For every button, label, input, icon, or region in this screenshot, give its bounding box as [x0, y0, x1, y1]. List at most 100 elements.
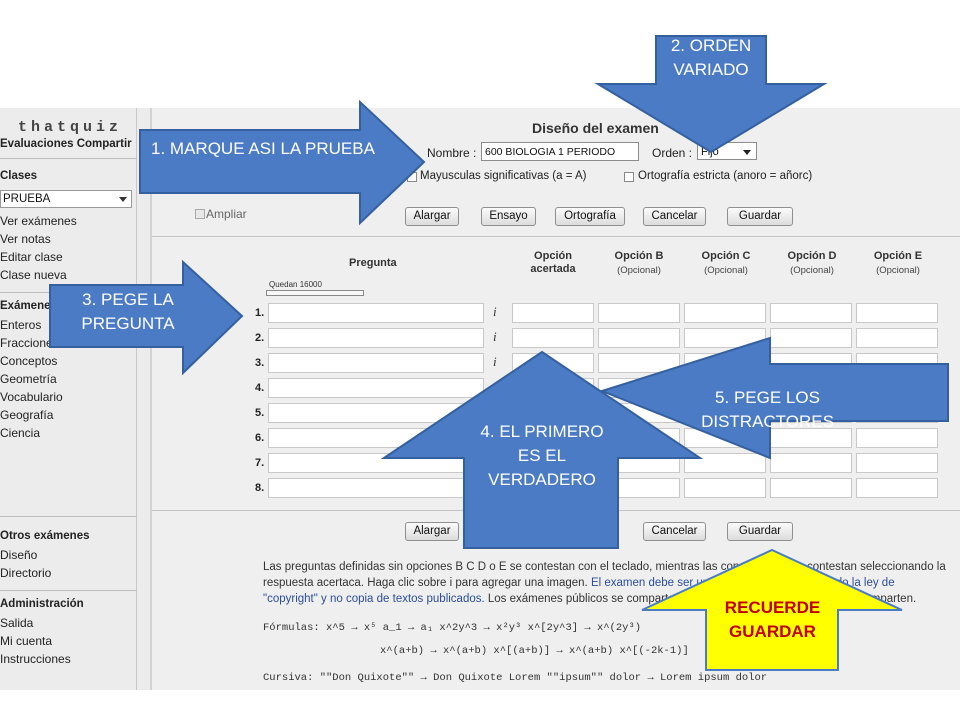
cancel-button-bottom[interactable]: Cancelar: [643, 522, 706, 541]
down-arrow-shape: [594, 35, 828, 154]
class-select-value: PRUEBA: [3, 193, 51, 205]
distractor-input[interactable]: [684, 478, 766, 498]
enlarge-checkbox[interactable]: [195, 209, 205, 219]
correct-option-input[interactable]: [512, 328, 594, 348]
sidebar-item-instrucciones[interactable]: Instrucciones: [0, 652, 71, 666]
sidebar-item-salida[interactable]: Salida: [0, 616, 34, 630]
callout-1-text: 1. MARQUE ASI LA PRUEBA: [151, 139, 375, 158]
callout-paste-question: 3. PEGE LA PREGUNTA: [48, 259, 244, 376]
chevron-down-icon: [119, 197, 127, 202]
row-number: 1.: [255, 307, 265, 319]
order-label: Orden :: [652, 146, 693, 160]
question-input[interactable]: [268, 353, 484, 373]
remaining-counter: Quedan 16000: [269, 280, 322, 289]
copyright-link-2[interactable]: "copyright" y no copia de textos publica…: [263, 593, 485, 605]
alargar-button-bottom[interactable]: Alargar: [405, 522, 459, 541]
col-header-c: Opción C: [701, 250, 751, 262]
distractor-input[interactable]: [598, 328, 680, 348]
help-text: respuesta acertaca. Haga clic sobre i pa…: [263, 577, 591, 589]
distractor-input[interactable]: [856, 453, 938, 473]
classes-heading: Clases: [0, 170, 38, 182]
distractor-input[interactable]: [856, 428, 938, 448]
distractor-input[interactable]: [598, 303, 680, 323]
admin-heading: Administración: [0, 598, 84, 610]
class-select[interactable]: PRUEBA: [0, 190, 132, 208]
sidebar-item-conceptos[interactable]: Conceptos: [0, 354, 58, 368]
question-input[interactable]: [268, 378, 484, 398]
page-title: Diseño del examen: [532, 120, 659, 136]
callout-2-text: 2. ORDEN VARIADO: [670, 36, 752, 79]
case-label: Mayusculas significativas (a = A): [420, 170, 587, 182]
top-links[interactable]: Evaluaciones Compartir: [0, 138, 132, 150]
distractor-input[interactable]: [856, 328, 938, 348]
row-number: 5.: [255, 407, 265, 419]
distractor-input[interactable]: [770, 303, 852, 323]
col-sub-e: (Opcional): [876, 265, 920, 276]
formula-line-1: Fórmulas: x^5 → x⁵ a_1 → a₁ x^2y^3 → x²y…: [263, 622, 642, 634]
enlarge-label: Ampliar: [206, 207, 247, 221]
brand-logo: thatquiz: [18, 119, 123, 136]
remaining-bar: [266, 290, 364, 296]
sidebar-item-directorio[interactable]: Directorio: [0, 566, 52, 580]
save-button-bottom[interactable]: Guardar: [727, 522, 793, 541]
col-sub-c: (Opcional): [704, 265, 748, 276]
add-image-icon[interactable]: i: [493, 354, 497, 369]
distractor-input[interactable]: [770, 453, 852, 473]
distractor-input[interactable]: [684, 328, 766, 348]
cancel-button[interactable]: Cancelar: [643, 207, 706, 226]
sidebar-item-diseno[interactable]: Diseño: [0, 548, 38, 562]
spelling-checkbox[interactable]: [624, 172, 634, 182]
callout-remember-save: RECUERDE GUARDAR: [640, 548, 904, 672]
question-input[interactable]: [268, 303, 484, 323]
sidebar-item-ver-notas[interactable]: Ver notas: [0, 232, 51, 246]
ensayo-button[interactable]: Ensayo: [481, 207, 536, 226]
col-header-e: Opción E: [873, 250, 923, 262]
panel-divider: [150, 108, 152, 690]
callout-mark-test: 1. MARQUE ASI LA PRUEBA: [138, 99, 428, 226]
distractor-input[interactable]: [856, 478, 938, 498]
sidebar-item-editar-clase[interactable]: Editar clase: [0, 250, 63, 264]
sidebar-item-geografia[interactable]: Geografía: [0, 408, 54, 422]
formula-line-2: x^(a+b) → x^(a+b) x^[(a+b)] → x^(a+b) x^…: [380, 645, 689, 657]
add-image-icon[interactable]: i: [493, 304, 497, 319]
col-sub-b: (Opcional): [617, 265, 661, 276]
save-button[interactable]: Guardar: [727, 207, 793, 226]
other-heading: Otros exámenes: [0, 530, 90, 542]
row-number: 2.: [255, 332, 265, 344]
up-arrow-shape: [380, 350, 704, 549]
add-image-icon[interactable]: i: [493, 329, 497, 344]
callout-6-text: RECUERDE GUARDAR: [724, 598, 821, 641]
sidebar-item-geometria[interactable]: Geometría: [0, 372, 57, 386]
callout-order: 2. ORDEN VARIADO: [594, 34, 828, 154]
sidebar-item-clase-nueva[interactable]: Clase nueva: [0, 268, 67, 282]
alargar-button[interactable]: Alargar: [405, 207, 459, 226]
divider: [0, 158, 137, 159]
distractor-input[interactable]: [684, 303, 766, 323]
distractor-input[interactable]: [598, 353, 680, 373]
callout-first-is-correct: 4. EL PRIMERO ES EL VERDADERO: [380, 350, 704, 550]
sidebar-item-enteros[interactable]: Enteros: [0, 318, 42, 332]
chevron-down-icon: [743, 150, 751, 155]
callout-5-text: 5. PEGE LOS DISTRACTORES: [701, 388, 834, 431]
distractor-input[interactable]: [770, 478, 852, 498]
sidebar-item-ciencia[interactable]: Ciencia: [0, 426, 41, 440]
distractor-input[interactable]: [856, 303, 938, 323]
row-number: 8.: [255, 482, 265, 494]
sidebar-item-fracciones[interactable]: Fracciones: [0, 336, 59, 350]
col-header-d: Opción D: [787, 250, 837, 262]
col-header-b: Opción B: [614, 250, 664, 262]
correct-option-input[interactable]: [512, 303, 594, 323]
distractor-input[interactable]: [684, 453, 766, 473]
sidebar-item-vocabulario[interactable]: Vocabulario: [0, 390, 63, 404]
cursive-line: Cursiva: ""Don Quixote"" → Don Quixote L…: [263, 672, 768, 684]
row-number: 6.: [255, 432, 265, 444]
question-input[interactable]: [268, 328, 484, 348]
ortografia-button[interactable]: Ortografía: [555, 207, 625, 226]
col-header-correct: Opción acertada: [530, 250, 576, 275]
question-header: Pregunta: [349, 257, 397, 269]
name-field[interactable]: 600 BIOLOGIA 1 PERIODO: [481, 142, 639, 161]
callout-4-text: 4. EL PRIMERO ES EL VERDADERO: [480, 422, 604, 489]
sidebar-item-mi-cuenta[interactable]: Mi cuenta: [0, 634, 53, 648]
sidebar-item-ver-examenes[interactable]: Ver exámenes: [0, 214, 77, 228]
